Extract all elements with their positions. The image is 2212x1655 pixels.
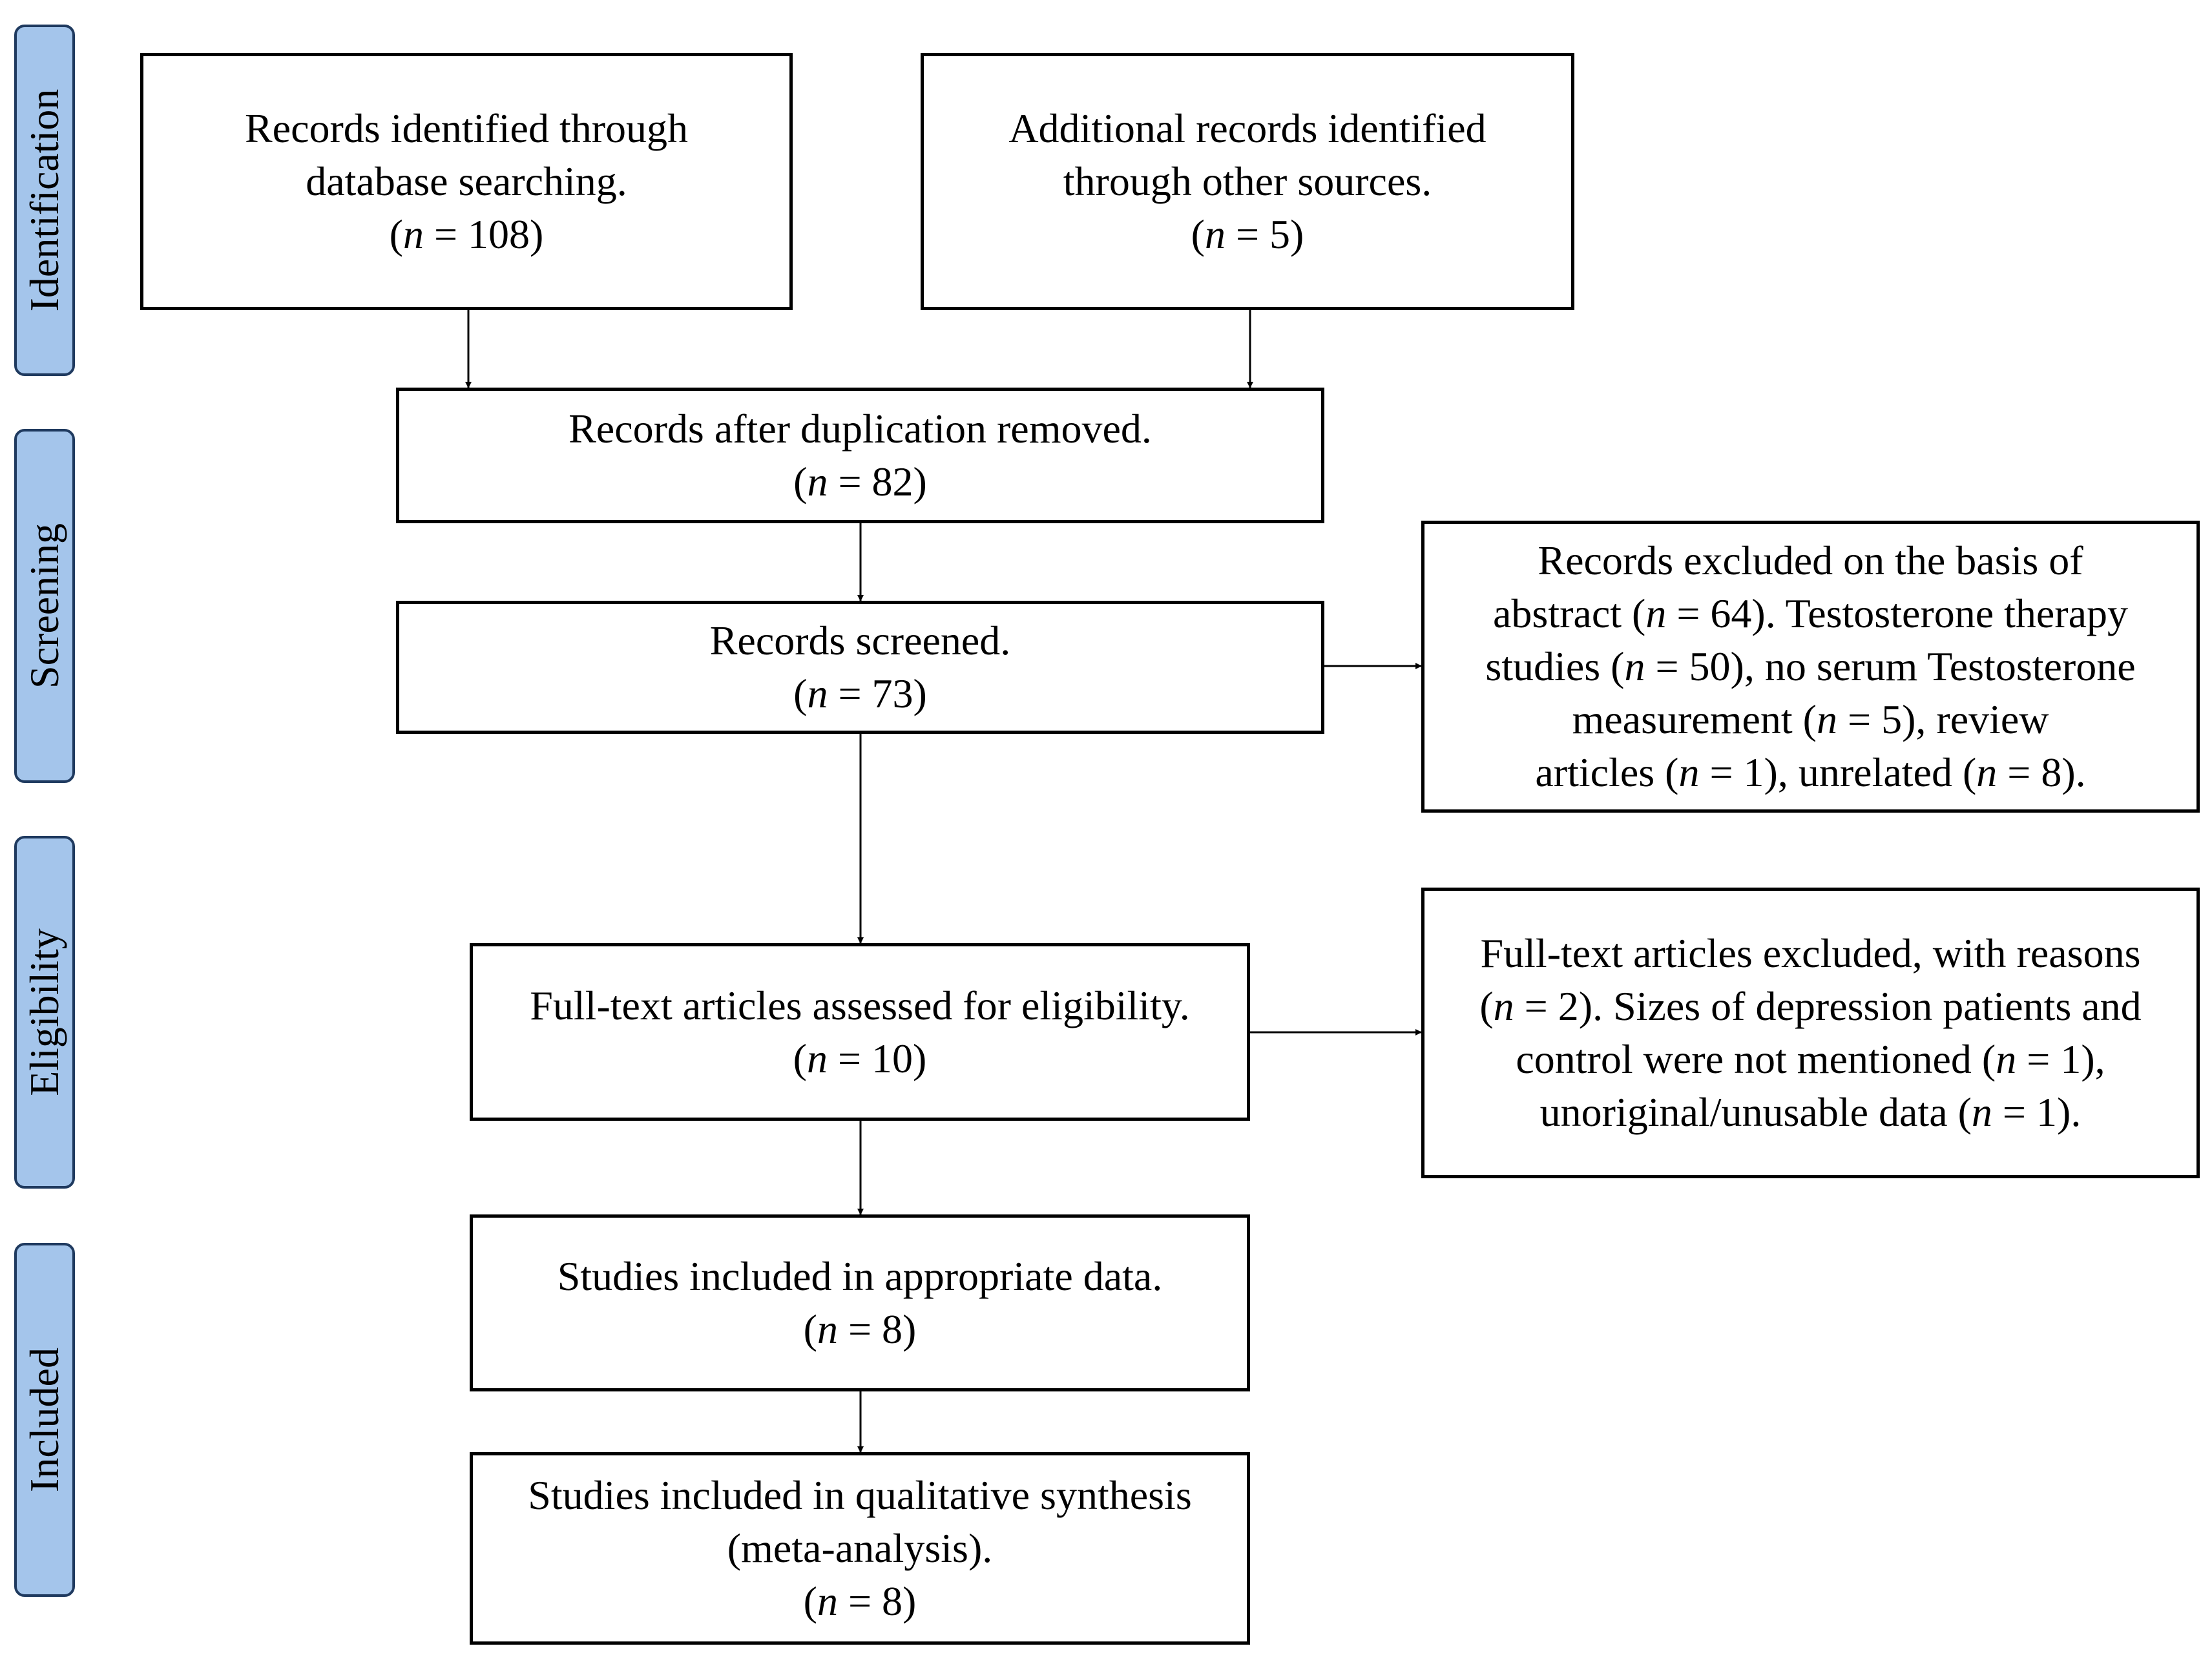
box-qualitative-line-2: (meta-analysis). [727, 1525, 993, 1571]
box-database-line-1: Records identified through [244, 105, 689, 151]
excluded-fulltext-line-2: (n = 2). Sizes of depression patients an… [1479, 983, 2142, 1029]
box-database-count: (n = 108) [389, 211, 544, 257]
box-fulltext-count: (n = 10) [793, 1035, 927, 1081]
box-screened-line-1: Records screened. [709, 618, 1011, 663]
stage-included: Included [14, 1243, 75, 1597]
stage-screening: Screening [14, 429, 75, 783]
box-qualitative-synthesis: Studies included in qualitative synthesi… [470, 1452, 1250, 1645]
excluded-abstract-line-4: measurement (n = 5), review [1572, 696, 2049, 742]
box-after-duplication: Records after duplication removed. (n = … [396, 388, 1324, 523]
box-screened-count: (n = 73) [793, 671, 927, 716]
box-other-count: (n = 5) [1191, 211, 1304, 257]
box-database-line-2: database searching. [306, 158, 627, 204]
box-excluded-abstract: Records excluded on the basis of abstrac… [1421, 521, 2200, 813]
box-other-sources: Additional records identified through ot… [921, 53, 1574, 310]
excluded-abstract-line-3: studies (n = 50), no serum Testosterone [1485, 643, 2136, 689]
stage-eligibility: Eligibility [14, 836, 75, 1189]
box-fulltext-line-1: Full-text articles assessed for eligibil… [530, 982, 1190, 1028]
box-qualitative-count: (n = 8) [803, 1578, 917, 1624]
excluded-fulltext-line-3: control were not mentioned (n = 1), [1516, 1036, 2105, 1082]
stage-eligibility-label: Eligibility [21, 928, 67, 1096]
excluded-abstract-line-2: abstract (n = 64). Testosterone therapy [1493, 590, 2128, 636]
box-dedup-line-1: Records after duplication removed. [569, 406, 1152, 452]
box-appropriate-data: Studies included in appropriate data. (n… [470, 1214, 1250, 1391]
stage-screening-label: Screening [21, 523, 67, 689]
box-database-records: Records identified through database sear… [140, 53, 793, 310]
stage-identification: Identification [14, 25, 75, 376]
stage-included-label: Included [21, 1348, 67, 1492]
box-dedup-count: (n = 82) [793, 459, 927, 505]
box-fulltext-assessed: Full-text articles assessed for eligibil… [470, 943, 1250, 1121]
box-other-line-1: Additional records identified [1008, 105, 1487, 151]
stage-identification-label: Identification [21, 88, 67, 312]
box-other-line-2: through other sources. [1063, 158, 1432, 204]
box-records-screened: Records screened. (n = 73) [396, 601, 1324, 734]
excluded-fulltext-line-1: Full-text articles excluded, with reason… [1480, 930, 2141, 976]
box-appropriate-line-1: Studies included in appropriate data. [557, 1253, 1163, 1299]
box-excluded-fulltext: Full-text articles excluded, with reason… [1421, 888, 2200, 1178]
box-appropriate-count: (n = 8) [803, 1306, 917, 1352]
excluded-abstract-line-5: articles (n = 1), unrelated (n = 8). [1535, 749, 2086, 795]
excluded-abstract-line-1: Records excluded on the basis of [1538, 537, 2083, 583]
excluded-fulltext-line-4: unoriginal/unusable data (n = 1). [1539, 1089, 2082, 1135]
box-qualitative-line-1: Studies included in qualitative synthesi… [528, 1472, 1192, 1518]
